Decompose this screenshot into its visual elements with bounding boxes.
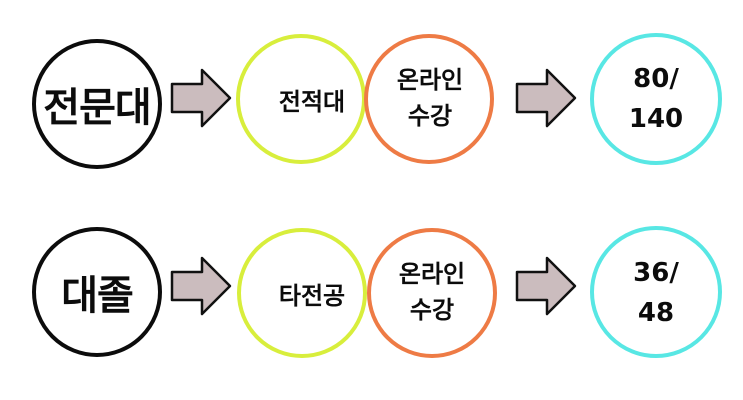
overlap-left-label-2: 타전공 [278, 282, 346, 310]
result-label-1: 80/ 140 [628, 64, 684, 134]
source-label-1: 전문대 [43, 85, 151, 131]
overlap-right-label-1: 온라인 수강 [396, 66, 464, 130]
result-circle-2 [590, 226, 722, 358]
overlap-right-circle-1 [364, 34, 494, 164]
result-circle-1 [590, 33, 722, 165]
right-arrow-icon [515, 68, 577, 128]
right-arrow-icon [170, 256, 232, 316]
overlap-left-circle-2 [237, 228, 367, 358]
result-label-2: 36/ 48 [633, 258, 679, 328]
source-label-2: 대졸 [61, 273, 134, 319]
overlap-right-label-2: 온라인 수강 [398, 260, 466, 324]
source-circle-1 [32, 39, 162, 169]
overlap-left-label-1: 전적대 [278, 88, 346, 116]
right-arrow-icon [515, 256, 577, 316]
overlap-right-circle-2 [367, 228, 497, 358]
right-arrow-icon [170, 68, 232, 128]
source-circle-2 [32, 227, 162, 357]
